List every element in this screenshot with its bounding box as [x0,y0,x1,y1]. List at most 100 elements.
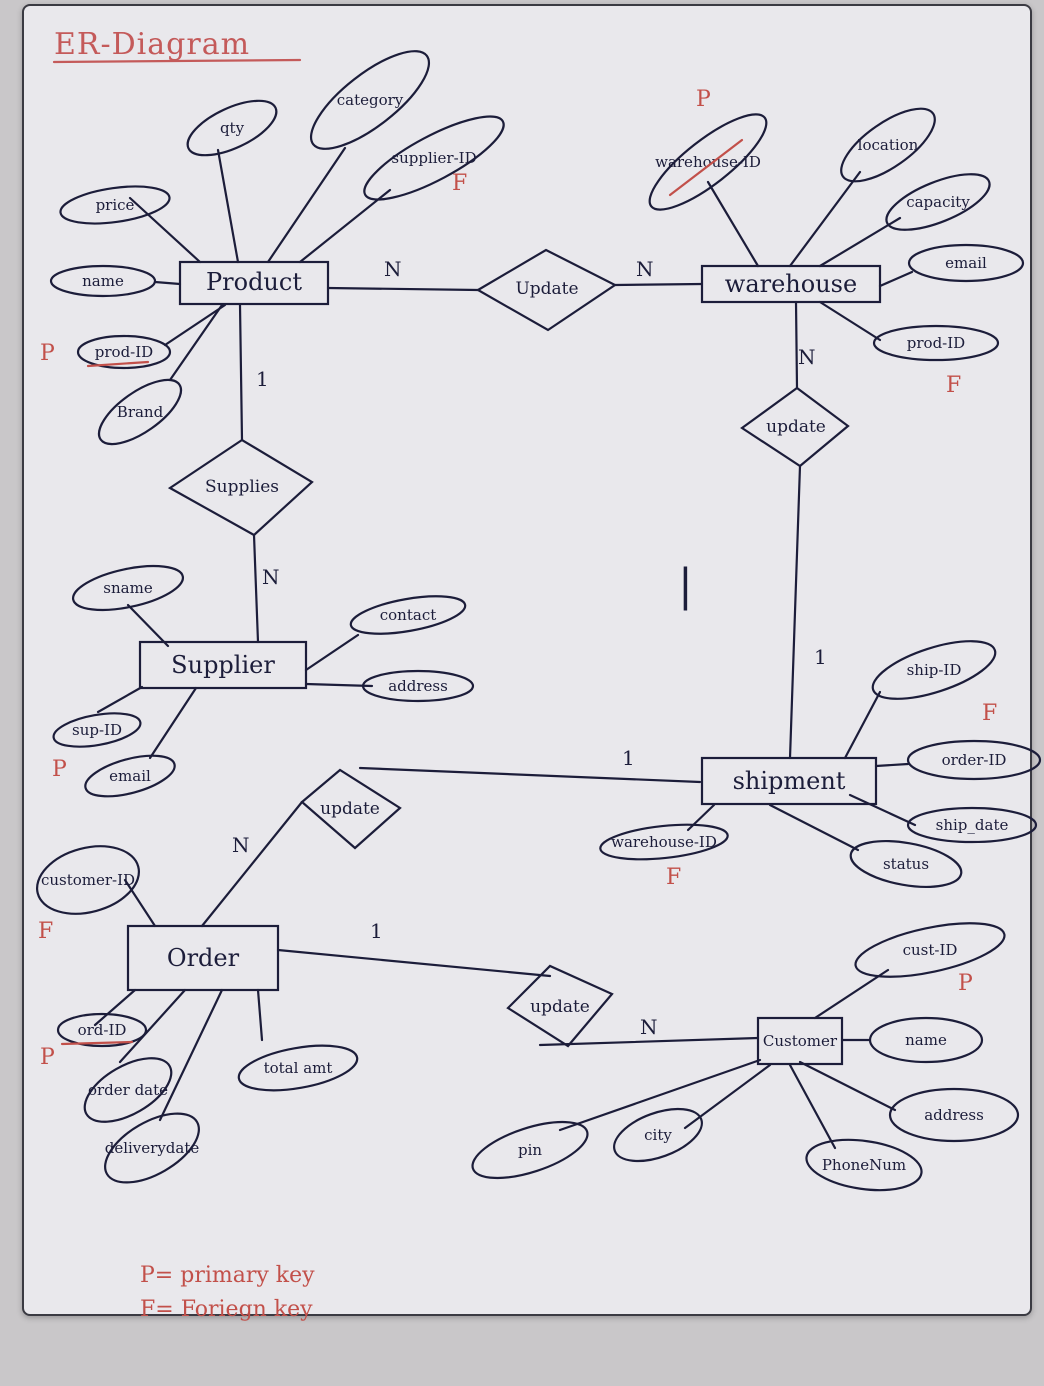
svg-text:1: 1 [370,919,383,943]
svg-text:pin: pin [518,1141,542,1159]
connector-lines [93,146,917,1150]
svg-text:sname: sname [103,579,153,597]
svg-text:P: P [52,757,67,782]
attr-category: category [309,50,431,150]
svg-text:location: location [858,136,919,154]
attr-supplier-email: email [84,754,176,798]
attr-pin: pin [471,1120,589,1180]
attr-warehouse-id: warehouse-ID [648,113,768,211]
attr-cust-id: cust-ID [854,922,1006,978]
svg-text:address: address [924,1106,984,1124]
entity-shipment: shipment [700,756,878,806]
relationship-update-warehouse-shipment: update [740,386,850,468]
attr-address: address [361,669,475,703]
svg-text:P: P [40,1045,55,1070]
svg-text:1: 1 [814,645,827,669]
relationship-label: update [530,997,590,1017]
entity-supplier: Supplier [138,640,308,690]
svg-text:prod-ID: prod-ID [95,343,153,361]
svg-text:P: P [958,971,973,996]
svg-text:1: 1 [622,746,635,770]
svg-text:|: | [678,560,693,611]
warehouse-id-underline [668,138,744,197]
entity-warehouse-label: warehouse [725,270,857,298]
entity-product: Product [178,260,330,306]
svg-text:total amt: total amt [264,1059,333,1077]
attr-qty: qty [186,99,278,157]
svg-text:F: F [452,171,467,196]
entity-shipment-label: shipment [733,767,846,795]
legend-primary: P= primary key [140,1263,315,1288]
svg-text:name: name [905,1031,947,1049]
attr-sup-id: sup-ID [52,712,142,748]
attr-price: price [59,185,171,225]
attr-customer-name: name [868,1016,984,1064]
svg-text:N: N [232,833,250,857]
title-underline [52,58,302,64]
svg-text:status: status [883,855,929,873]
svg-text:category: category [337,91,404,109]
svg-text:city: city [644,1126,672,1144]
attr-location: location [840,107,936,183]
svg-text:warehouse-ID: warehouse-ID [655,153,761,171]
relationship-update-order-customer: update [506,964,614,1048]
relationship-label: Update [515,279,578,299]
diagram-title: ER-Diagram [54,27,250,62]
entity-customer: Customer [756,1016,844,1066]
svg-text:supplier-ID: supplier-ID [391,149,476,167]
svg-text:address: address [388,677,448,695]
svg-text:N: N [636,257,654,281]
attr-capacity: capacity [885,173,991,231]
ord-id-underline [60,1040,134,1046]
attr-warehouse-email: email [907,243,1025,283]
svg-text:PhoneNum: PhoneNum [822,1156,906,1174]
entity-supplier-label: Supplier [171,651,275,679]
svg-text:N: N [640,1015,658,1039]
attr-city: city [613,1107,703,1163]
svg-text:email: email [945,254,987,272]
prod-id-underline [86,360,150,368]
svg-text:F: F [666,865,681,890]
notebook-page [22,4,1032,1316]
svg-text:email: email [109,767,151,785]
svg-text:N: N [262,565,280,589]
attr-ship-id: ship-ID [871,640,997,700]
svg-text:1: 1 [256,367,269,391]
relationship-label: Supplies [205,477,279,497]
relationship-update-order-shipment: update [300,768,402,850]
svg-text:F: F [982,701,997,726]
svg-text:ship-ID: ship-ID [907,661,962,679]
entity-order-label: Order [167,944,240,972]
attr-phone-num: PhoneNum [805,1138,923,1192]
svg-text:order date: order date [88,1081,168,1099]
svg-text:P: P [696,87,711,112]
attr-sname: sname [71,564,185,612]
svg-text:name: name [82,272,124,290]
svg-text:P: P [40,341,55,366]
attr-customer-id: customer-ID [35,845,141,915]
svg-text:F: F [38,919,53,944]
svg-text:ord-ID: ord-ID [78,1021,127,1039]
svg-text:price: price [96,196,135,214]
attr-delivery-date: deliverydate [104,1112,200,1184]
attr-shipment-warehouse-id: warehouse-ID [599,823,729,861]
key-marks: F P P F P F F F P P [38,87,997,1070]
attr-customer-address: address [888,1087,1020,1143]
attr-warehouse-prod-id: prod-ID [872,324,1000,362]
attr-prod-id: prod-ID [76,334,172,370]
attr-contact: contact [349,595,467,635]
svg-text:Brand: Brand [117,403,164,421]
svg-text:prod-ID: prod-ID [907,334,965,352]
relationship-label: update [766,417,826,437]
attr-ship-date: ship_date [906,806,1038,844]
svg-text:cust-ID: cust-ID [903,941,958,959]
svg-text:sup-ID: sup-ID [72,721,122,739]
svg-text:deliverydate: deliverydate [105,1139,200,1157]
svg-text:contact: contact [380,606,437,624]
svg-text:ship_date: ship_date [936,816,1009,834]
svg-text:N: N [798,345,816,369]
svg-text:capacity: capacity [906,193,970,211]
entity-order: Order [126,924,280,992]
svg-text:qty: qty [220,119,245,137]
